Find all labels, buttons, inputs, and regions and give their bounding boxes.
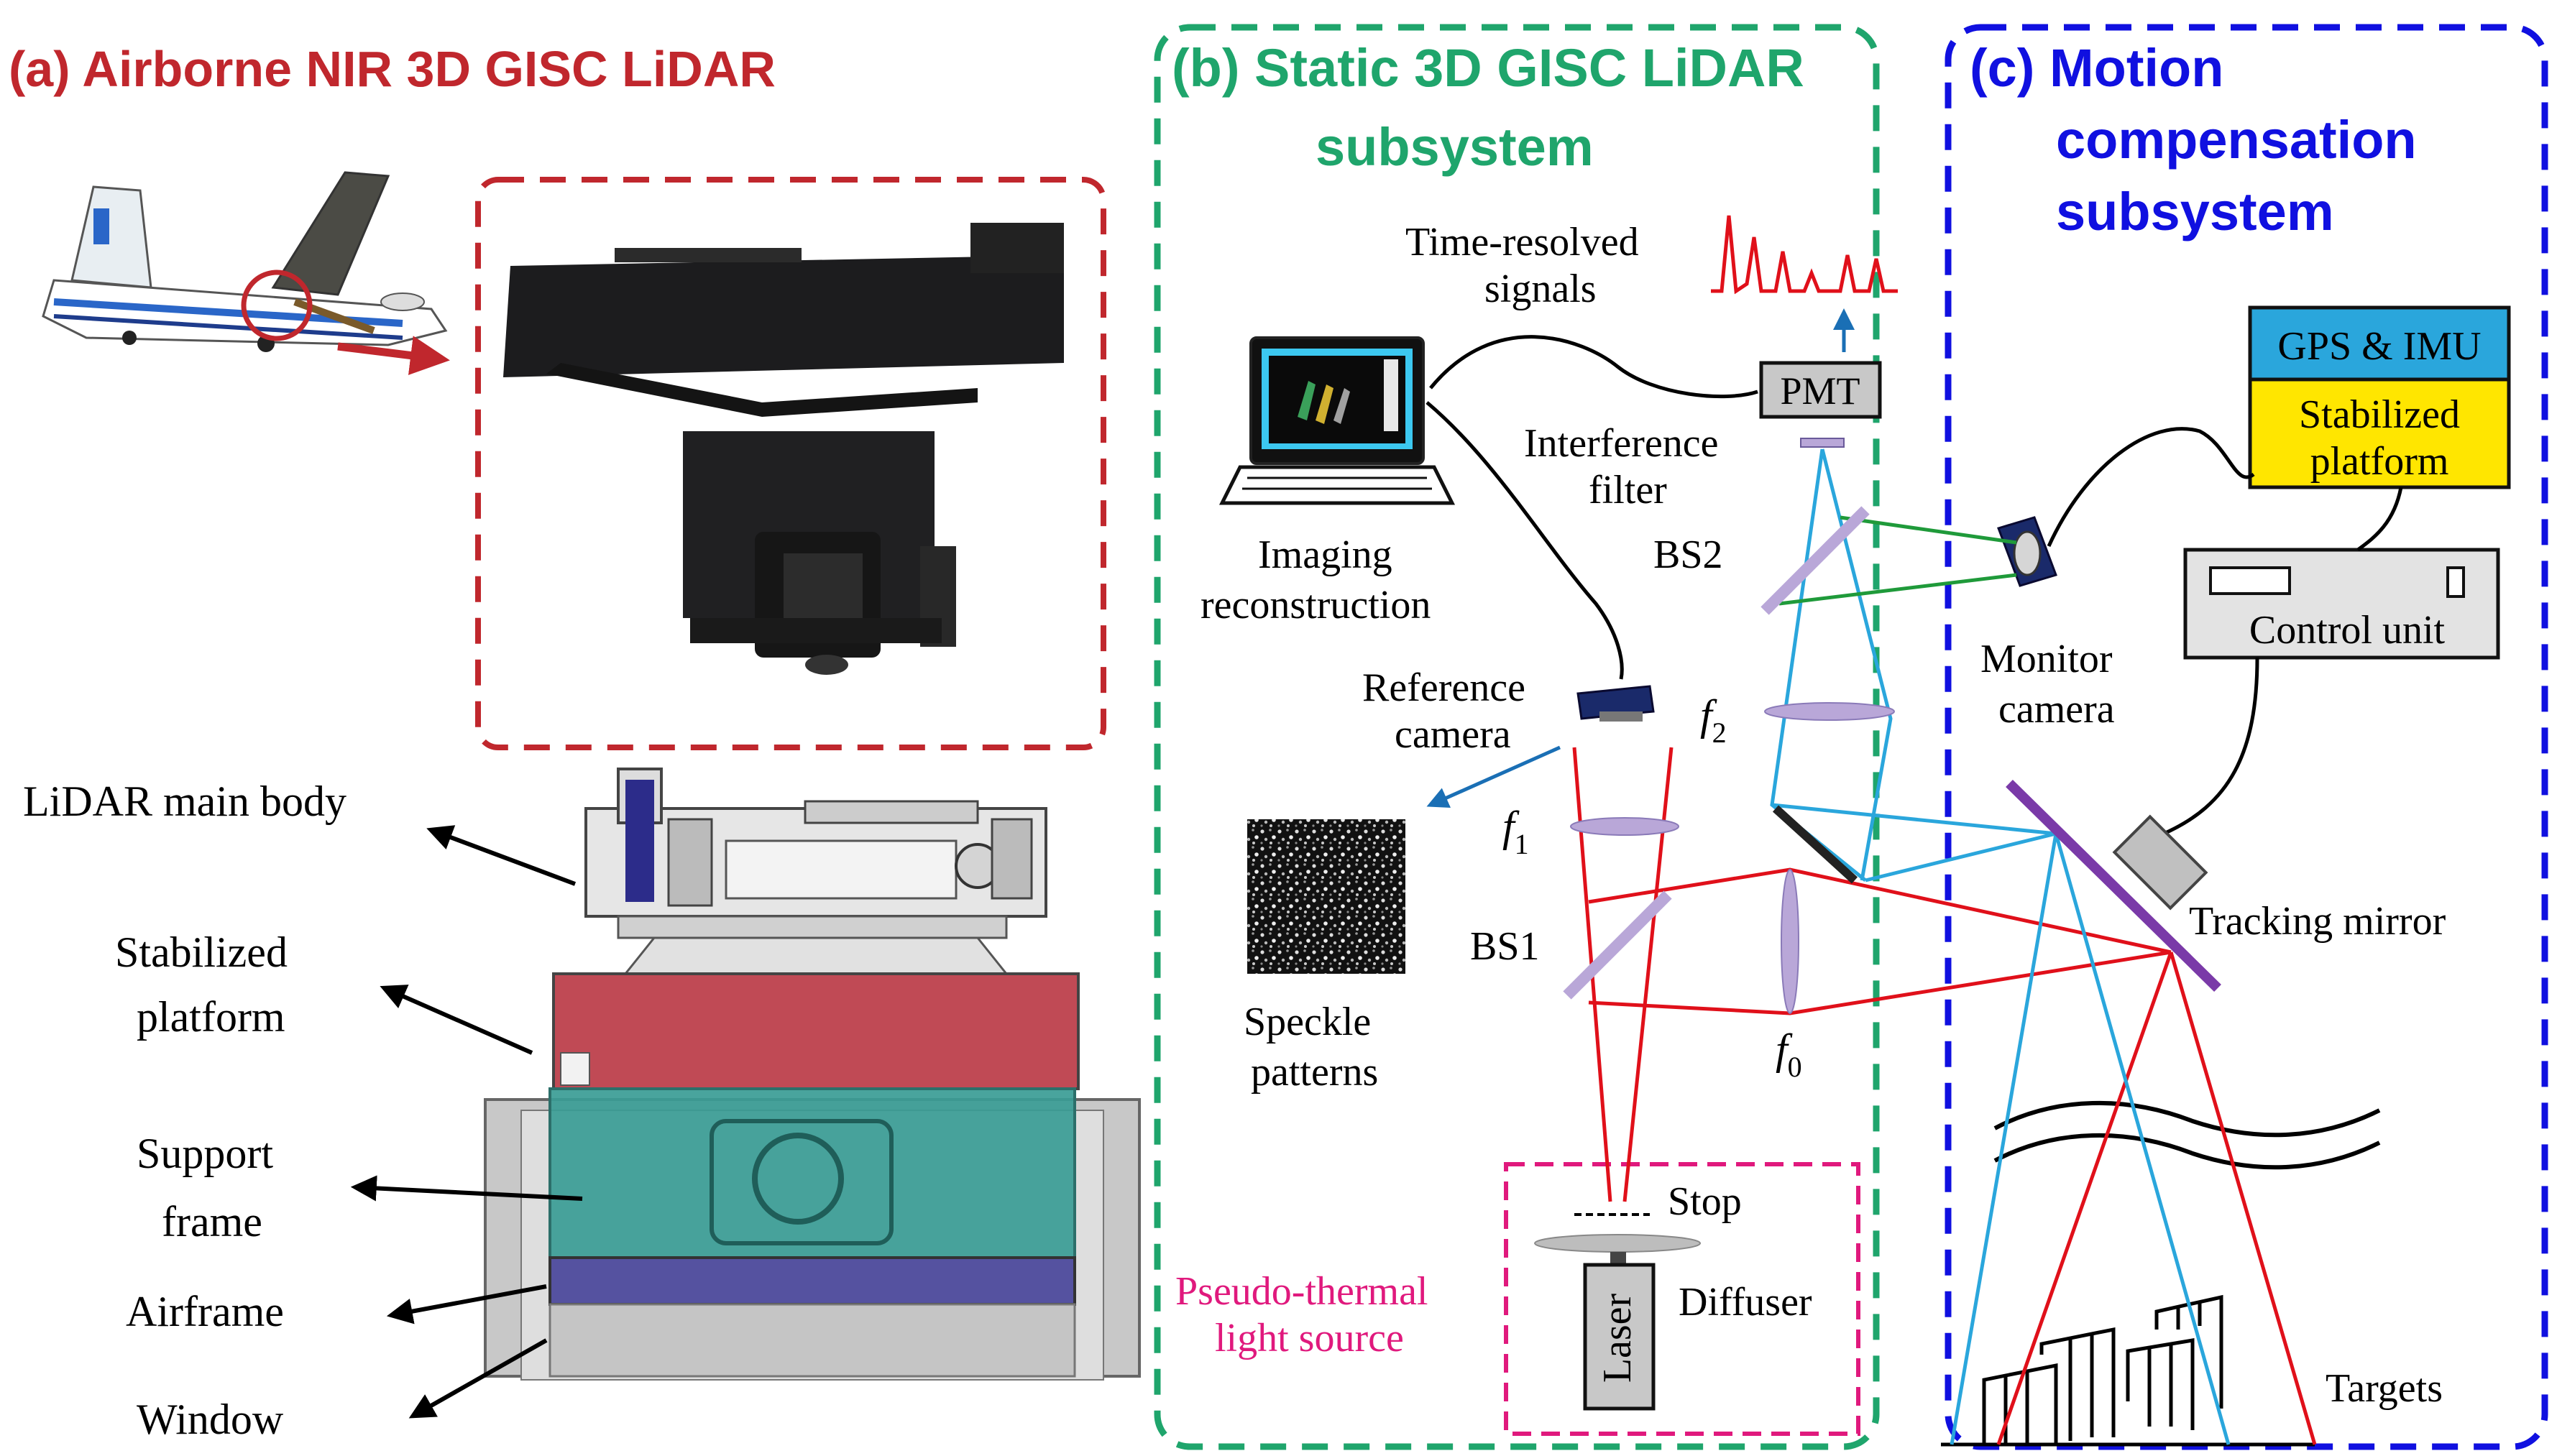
speckle-arrow — [1426, 745, 1561, 808]
label-stabilized-l1: Stabilized — [115, 929, 288, 976]
label-support-l1: Support — [137, 1130, 273, 1177]
break-mark-lower — [1993, 1133, 2381, 1170]
panel-c-title-l3: subsystem — [2056, 182, 2334, 241]
arrow-stabilized-platform — [380, 985, 533, 1055]
label-time-resolved-l2: signals — [1484, 267, 1597, 311]
laser-label: Laser — [1595, 1293, 1640, 1383]
label-bs2: BS2 — [1653, 533, 1723, 577]
cable-monitor-stab — [2047, 427, 2255, 548]
cable-pc-pmt — [1429, 335, 1758, 399]
lidar-photo-frame — [475, 177, 1106, 750]
label-diffuser: Diffuser — [1679, 1280, 1812, 1324]
label-support-l2: frame — [162, 1198, 262, 1245]
window — [548, 1303, 1076, 1378]
bs2-splitter — [1760, 506, 1870, 615]
label-tracking-mirror: Tracking mirror — [2189, 899, 2446, 944]
label-imaging-l2: reconstruction — [1201, 583, 1431, 627]
stabilized-platform-box — [2248, 377, 2511, 489]
panel-c: (c) Motion compensation subsystem GPS & … — [1941, 24, 2548, 1450]
panel-b-title-l2: subsystem — [1316, 117, 1594, 177]
cable-control-mirror — [2162, 657, 2259, 836]
gps-imu-label: GPS & IMU — [2277, 324, 2481, 369]
laser-box — [1583, 1263, 1656, 1411]
panel-b-title-l1: (b) Static 3D GISC LiDAR — [1172, 38, 1804, 98]
label-reference-l1: Reference — [1362, 665, 1525, 710]
pseudo-thermal-frame — [1504, 1162, 1860, 1436]
diffuser-disk — [1534, 1234, 1701, 1253]
label-stop: Stop — [1668, 1179, 1742, 1224]
break-mark-upper — [1993, 1100, 2381, 1138]
beam-red-bs1 — [1588, 867, 2172, 1015]
support-frame — [548, 1087, 1076, 1259]
panel-b: (b) Static 3D GISC LiDAR subsystem Time-… — [1154, 24, 1898, 1450]
label-imaging-l1: Imaging — [1258, 533, 1392, 577]
label-interference-l1: Interference — [1524, 421, 1718, 466]
arrow-support-frame — [350, 1175, 583, 1202]
targets — [1941, 1294, 2315, 1447]
tracking-mirror-mount — [2112, 814, 2208, 911]
panel-c-title-l1: (c) Motion — [1970, 38, 2223, 98]
label-reference-l2: camera — [1395, 712, 1511, 757]
optics — [1563, 506, 2221, 1014]
airplane-illustration — [42, 171, 448, 352]
label-interference-l2: filter — [1589, 468, 1667, 512]
lens-f2 — [1764, 702, 1895, 721]
label-airframe: Airframe — [126, 1288, 284, 1335]
beam-green — [1778, 515, 2017, 606]
lens-f0 — [1781, 869, 1799, 1014]
label-stabilized-l2: platform — [137, 993, 285, 1041]
panel-c-frame — [1945, 24, 2548, 1450]
zoom-arrow — [337, 336, 450, 375]
control-unit-label: Control unit — [2249, 608, 2446, 653]
arrow-airframe — [386, 1284, 547, 1324]
lens-f1 — [1570, 817, 1679, 836]
label-lidar-main-body: LiDAR main body — [23, 778, 346, 825]
label-f0: f0 — [1776, 1026, 1802, 1083]
airframe — [548, 1256, 1076, 1306]
arrow-window — [408, 1338, 548, 1419]
beam-blue-mirror — [1771, 803, 2057, 883]
speckle-pattern-image — [1247, 819, 1405, 974]
label-speckle-l1: Speckle — [1244, 1000, 1371, 1044]
stabilized-platform — [552, 972, 1080, 1090]
stab-box-l1: Stabilized — [2299, 392, 2460, 437]
reference-camera — [1576, 685, 1655, 722]
lidar-cad-model — [484, 768, 1141, 1381]
arrow-lidar-main-body — [426, 825, 577, 886]
panel-a-title: (a) Airborne NIR 3D GISC LiDAR — [9, 41, 776, 97]
panel-c-title-l2: compensation — [2056, 110, 2417, 170]
monitor-camera — [1997, 516, 2057, 587]
stab-box-l2: platform — [2310, 439, 2449, 484]
label-speckle-l2: patterns — [1251, 1050, 1378, 1095]
time-resolved-waveform — [1711, 215, 1898, 295]
interference-filter — [1800, 438, 1845, 448]
cable-pc-refcam — [1426, 401, 1624, 680]
pmt-label: PMT — [1780, 369, 1860, 413]
label-pseudo-l2: light source — [1215, 1316, 1404, 1360]
computer-icon — [1218, 336, 1456, 505]
label-bs1: BS1 — [1470, 924, 1540, 969]
lidar-photo — [503, 223, 1064, 675]
cable-stab-control — [2356, 487, 2403, 552]
tracking-mirror — [2006, 780, 2221, 992]
beam-blue-targets — [1950, 833, 2231, 1445]
label-targets: Targets — [2326, 1366, 2443, 1411]
bs1-splitter — [1563, 890, 1672, 1000]
label-time-resolved-l1: Time-resolved — [1405, 220, 1639, 264]
label-f2: f2 — [1700, 691, 1727, 749]
panel-b-frame — [1154, 24, 1880, 1450]
pod-highlight-circle — [241, 269, 313, 341]
label-monitor-l2: camera — [1998, 687, 2115, 732]
label-monitor-l1: Monitor — [1980, 637, 2113, 681]
label-window: Window — [137, 1396, 284, 1443]
pmt-box — [1759, 361, 1882, 419]
beam-red-targets — [1996, 952, 2317, 1445]
panel-a: (a) Airborne NIR 3D GISC LiDAR — [9, 41, 1141, 1443]
label-pseudo-l1: Pseudo-thermal — [1175, 1269, 1428, 1314]
fold-mirror — [1772, 805, 1858, 884]
label-f1: f1 — [1502, 803, 1529, 860]
